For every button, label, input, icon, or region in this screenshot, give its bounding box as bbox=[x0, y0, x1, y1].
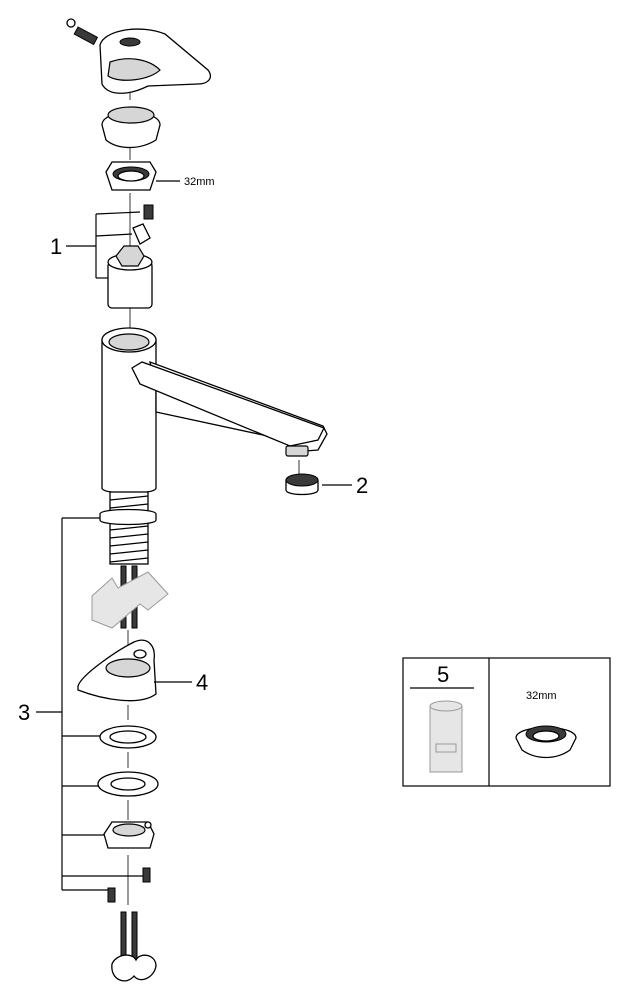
metal-washer bbox=[97, 771, 159, 797]
fixing-screw-left bbox=[107, 887, 116, 903]
cartridge-screw bbox=[143, 204, 154, 220]
aerator: 2 bbox=[285, 473, 368, 498]
callout-3-leader: 3 bbox=[18, 517, 143, 891]
adapter-piece bbox=[132, 223, 151, 245]
rubber-washer bbox=[99, 725, 157, 749]
cartridge-nut: 32mm bbox=[105, 161, 215, 191]
callout-1: 1 bbox=[50, 234, 62, 259]
lever-handle bbox=[99, 28, 212, 94]
spout bbox=[131, 360, 328, 457]
faucet-body bbox=[101, 327, 157, 494]
callout-1-leader: 1 bbox=[50, 211, 141, 279]
shank-o-ring bbox=[99, 508, 157, 526]
callout-3: 3 bbox=[18, 700, 30, 725]
fixing-plate bbox=[103, 821, 155, 849]
threaded-shank bbox=[109, 491, 149, 565]
cartridge bbox=[107, 245, 153, 309]
inset-nut bbox=[515, 725, 577, 759]
worktop-section bbox=[91, 571, 169, 629]
handle-grub-screw bbox=[66, 18, 99, 46]
inset-nut-size-label: 32mm bbox=[526, 690, 557, 702]
nut-size-label: 32mm bbox=[184, 176, 215, 188]
cover-cap bbox=[101, 106, 161, 149]
mounting-bracket: 4 bbox=[77, 639, 208, 702]
callout-2: 2 bbox=[356, 473, 368, 498]
spare-parts-inset: 5 32mm bbox=[402, 657, 611, 787]
callout-4: 4 bbox=[196, 670, 208, 695]
callout-5: 5 bbox=[437, 662, 449, 687]
supply-hoses-lower bbox=[111, 911, 157, 982]
inset-adapter-sleeve bbox=[429, 700, 463, 773]
fixing-screw-right bbox=[142, 867, 151, 883]
